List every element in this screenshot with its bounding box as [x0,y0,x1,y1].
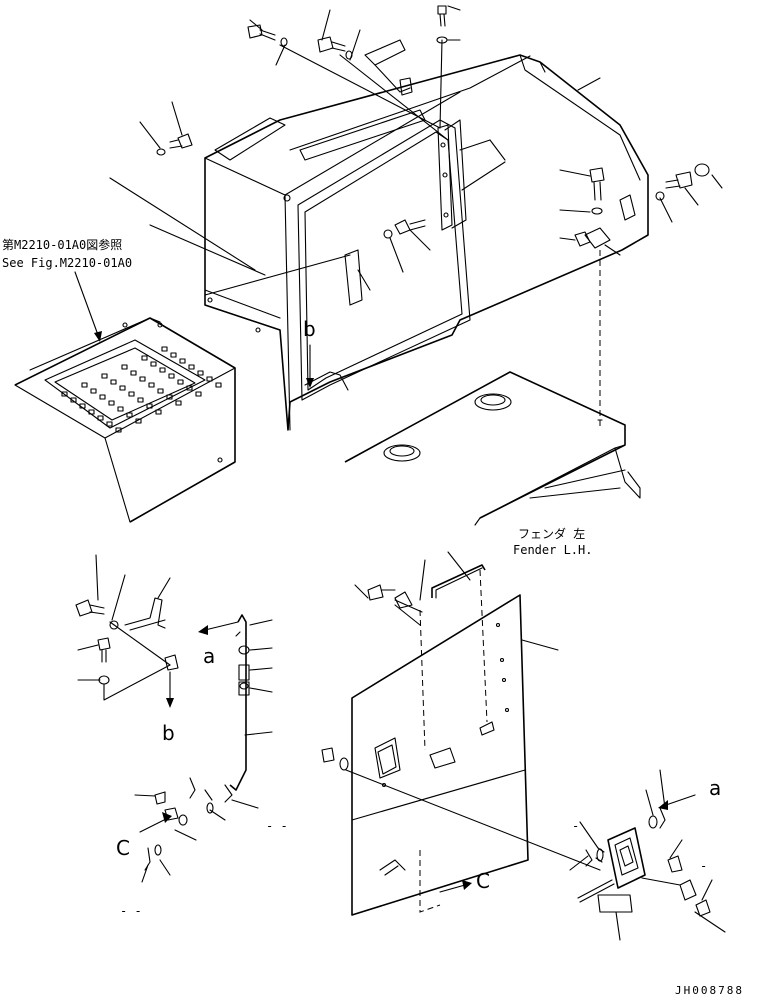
plate-hole [61,391,68,397]
placeholder-dash-right: - [700,859,707,873]
plate-hole [97,415,104,421]
plate-hole [141,355,148,361]
plate-hole [139,376,146,382]
plate-hole [126,412,133,418]
plate-hole [119,385,126,391]
fender-label-en: Fender L.H. [513,543,592,557]
plate-hole [206,376,213,382]
plate-hole [175,400,182,406]
plate-hole [101,373,108,379]
placeholder-dash-bottom: - - [120,904,142,918]
plate-hole [157,388,164,394]
plate-hole [128,391,135,397]
plate-hole [177,379,184,385]
fender-label-jp: フェンダ 左 [518,526,585,541]
cover-housing [204,54,649,431]
plate-hole [137,397,144,403]
leader-lines-top [109,5,723,428]
plate-hole [159,367,166,373]
reference-label-jp: 第M2210-01A0図参照 [2,237,122,252]
callout-c-left: C [116,836,130,860]
callout-a-left: a [203,644,215,668]
plate-hole [195,391,202,397]
reference-arrow [74,271,102,342]
plate-hole [166,394,173,400]
door-rod [431,564,486,599]
reference-label-en: See Fig.M2210-01A0 [2,256,132,270]
latch-assembly [577,807,711,917]
floor-plate [14,317,236,523]
plate-hole [148,382,155,388]
plate-hole [197,370,204,376]
plate-hole [70,397,77,403]
plate-hole [168,373,175,379]
plate-hole [79,403,86,409]
plate-hole [161,346,168,352]
placeholder-dash-small: - [572,819,579,833]
plate-hole [121,364,128,370]
top-bracket [364,39,413,96]
placeholder-dash-mid: - - [266,819,288,833]
plate-hole [88,409,95,415]
arrow-b-top [306,344,314,388]
plate-hole [115,427,122,433]
callout-c-right: C [476,869,490,893]
hinge-bracket-bottom [367,584,423,613]
plate-hole [108,400,115,406]
bolt-set-top [156,5,710,247]
plate-hole [146,403,153,409]
floor-plate-holes [61,346,222,433]
leader-lines-latch [354,551,726,941]
plate-hole [150,361,157,367]
plate-hole [188,364,195,370]
fender-lh [344,371,641,526]
plate-hole [90,388,97,394]
small-parts-bottom [134,777,259,883]
callout-b-top: b [303,317,316,341]
plate-hole [110,379,117,385]
plate-hole [106,421,113,427]
plate-hole [170,352,177,358]
plate-hole [135,418,142,424]
plate-hole [215,382,222,388]
plate-hole [186,385,193,391]
nut-washer-left [321,747,601,871]
linkage-rod [198,614,273,791]
arrow-a-right [658,794,696,810]
callout-b-left: b [162,721,175,745]
door-panel [351,569,529,916]
arrow-c-right [439,880,472,893]
plate-hole [117,406,124,412]
plate-hole [179,358,186,364]
plate-hole [130,370,137,376]
plate-hole [81,382,88,388]
plate-hole [99,394,106,400]
drawing-code: JH008788 [675,984,744,997]
callout-a-right: a [709,776,721,800]
plate-hole [155,409,162,415]
left-parts [75,554,179,708]
